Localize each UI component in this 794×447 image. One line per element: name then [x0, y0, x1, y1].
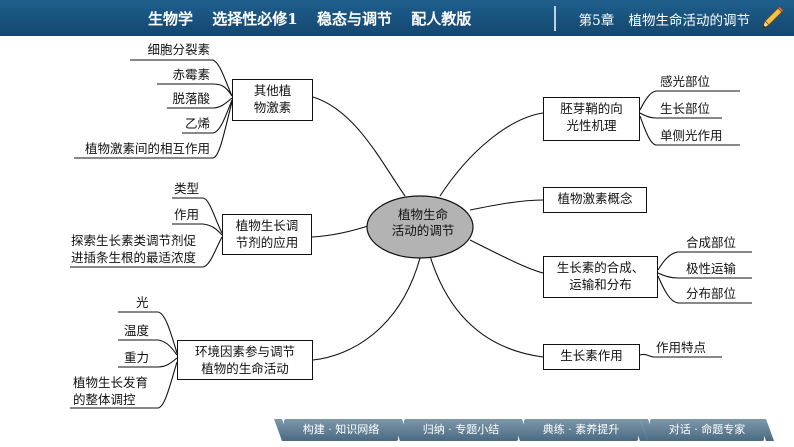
branch-hormone-concept: [469, 199, 544, 211]
branch-other-hormones: [312, 96, 406, 197]
pencil-icon: [761, 5, 785, 31]
header-subject: 生物学: [148, 10, 194, 28]
center-node-line1: 植物生命: [397, 207, 448, 222]
branch-phototropism: [439, 112, 544, 197]
leaf-line: [639, 353, 722, 358]
leaf-line: [130, 59, 233, 97]
leaf-label: 温度: [124, 323, 150, 338]
branch-environment: [312, 257, 421, 361]
topic-line: 节剂的应用: [235, 235, 299, 250]
header-chapter: 第5章 植物生命活动的调节: [569, 9, 750, 29]
leaf-label: 植物激素间的相互作用: [84, 141, 210, 156]
leaf-line: [172, 223, 223, 236]
topic-line: 其他植: [253, 83, 292, 98]
leaf-label: 极性运输: [686, 261, 737, 276]
leaf-label: 重力: [124, 350, 150, 365]
leaf-line: [639, 115, 740, 146]
leaf-line: [118, 339, 178, 356]
topic-line: 物激素: [253, 100, 292, 115]
topic-line: 植物生长调: [235, 218, 299, 233]
leaf-label: 植物生长发育: [73, 375, 149, 390]
leaf-line: [657, 251, 752, 271]
header-bar: 生物学 选择性必修1 稳态与调节 配人教版 第5章 植物生命活动的调节: [0, 0, 794, 36]
leaf-line: [657, 275, 752, 304]
leaf-line: [639, 90, 740, 111]
topic-environment: 环境因素参与调节 植物的生命活动: [177, 340, 313, 380]
leaf-label: 作用特点: [656, 340, 707, 355]
header-book: 选择性必修1: [212, 10, 298, 28]
topic-other-hormones: 其他植 物激素: [232, 79, 313, 121]
topic-auxin-transport: 生长素的合成、 运输和分布: [543, 256, 658, 298]
leaf-line: [172, 197, 223, 234]
branch-regulators: [311, 224, 372, 238]
leaf-line: [118, 357, 178, 368]
leaf-label: 类型: [174, 181, 200, 196]
topic-phototropism: 胚芽鞘的向 光性机理: [543, 97, 640, 141]
topic-line: 植物的生命活动: [201, 361, 289, 376]
branch-auxin-function: [429, 255, 544, 358]
header-course: 生物学 选择性必修1 稳态与调节 配人教版: [148, 8, 485, 29]
leaf-line: [639, 112, 722, 119]
topic-auxin-function: 生长素作用: [543, 344, 640, 370]
tab-expert-dialog[interactable]: 对话 · 命题专家: [650, 419, 764, 441]
tab-label: 典练 · 素养提升: [542, 423, 620, 436]
topic-line: 植物激素概念: [557, 191, 633, 206]
leaf-line: [74, 101, 233, 159]
topic-line: 环境因素参与调节: [194, 344, 295, 359]
mind-map-connectors: [70, 59, 752, 409]
topic-line: 生长素的合成、: [556, 260, 645, 275]
tab-label: 构建 · 知识网络: [302, 423, 380, 436]
leaf-label: 感光部位: [660, 74, 711, 89]
footer-nav: 构建 · 知识网络 归纳 · 专题小结 典练 · 素养提升 对话 · 命题专家: [0, 417, 794, 447]
tab-label: 归纳 · 专题小结: [422, 423, 500, 436]
header-edition: 配人教版: [411, 10, 472, 28]
leaf-label: 乙烯: [184, 116, 210, 131]
header-divider: [554, 6, 556, 31]
header-chapter-title: 植物生命活动的调节: [628, 13, 751, 29]
center-node-line2: 活动的调节: [391, 223, 455, 238]
topic-line: 运输和分布: [569, 277, 632, 292]
topic-line: 生长素作用: [560, 348, 623, 363]
center-node: 植物生命 活动的调节: [371, 207, 475, 239]
leaf-label: 合成部位: [686, 235, 737, 250]
leaf-label: 探索生长素类调节剂促: [71, 233, 197, 248]
leaf-label: 光: [136, 295, 149, 310]
header-chapter-number: 第5章: [578, 13, 615, 29]
leaf-line: [167, 97, 233, 109]
leaf-label: 分布部位: [686, 286, 737, 301]
leaf-label: 单侧光作用: [660, 128, 723, 143]
leaf-line: [157, 83, 233, 97]
leaf-line: [657, 272, 752, 279]
leaf-label: 细胞分裂素: [147, 42, 210, 57]
tab-label: 对话 · 命题专家: [668, 423, 746, 436]
leaf-line: [182, 99, 233, 134]
leaf-line: [70, 361, 178, 409]
tab-practice[interactable]: 典练 · 素养提升: [524, 419, 638, 441]
topic-growth-regulators: 植物生长调 节剂的应用: [222, 214, 312, 255]
leaf-label: 赤霉素: [172, 67, 210, 82]
branch-auxin-transport: [469, 239, 544, 274]
leaf-label: 的整体调控: [73, 392, 136, 407]
leaf-label: 进插条生根的最适浓度: [71, 250, 197, 265]
topic-line: 胚芽鞘的向: [560, 101, 623, 116]
leaf-label: 生长部位: [660, 101, 711, 116]
leaf-line: [70, 236, 223, 268]
leaf-label: 脱落酸: [172, 91, 210, 106]
center-node-ellipse: [366, 195, 474, 259]
tab-summary[interactable]: 归纳 · 专题小结: [404, 419, 518, 441]
topic-line: 光性机理: [566, 118, 617, 133]
leaf-label: 作用: [174, 207, 200, 222]
leaf-line: [118, 311, 178, 354]
header-volume: 稳态与调节: [316, 10, 392, 28]
topic-hormone-concept: 植物激素概念: [543, 187, 647, 213]
tab-build-knowledge-network[interactable]: 构建 · 知识网络: [284, 419, 398, 441]
